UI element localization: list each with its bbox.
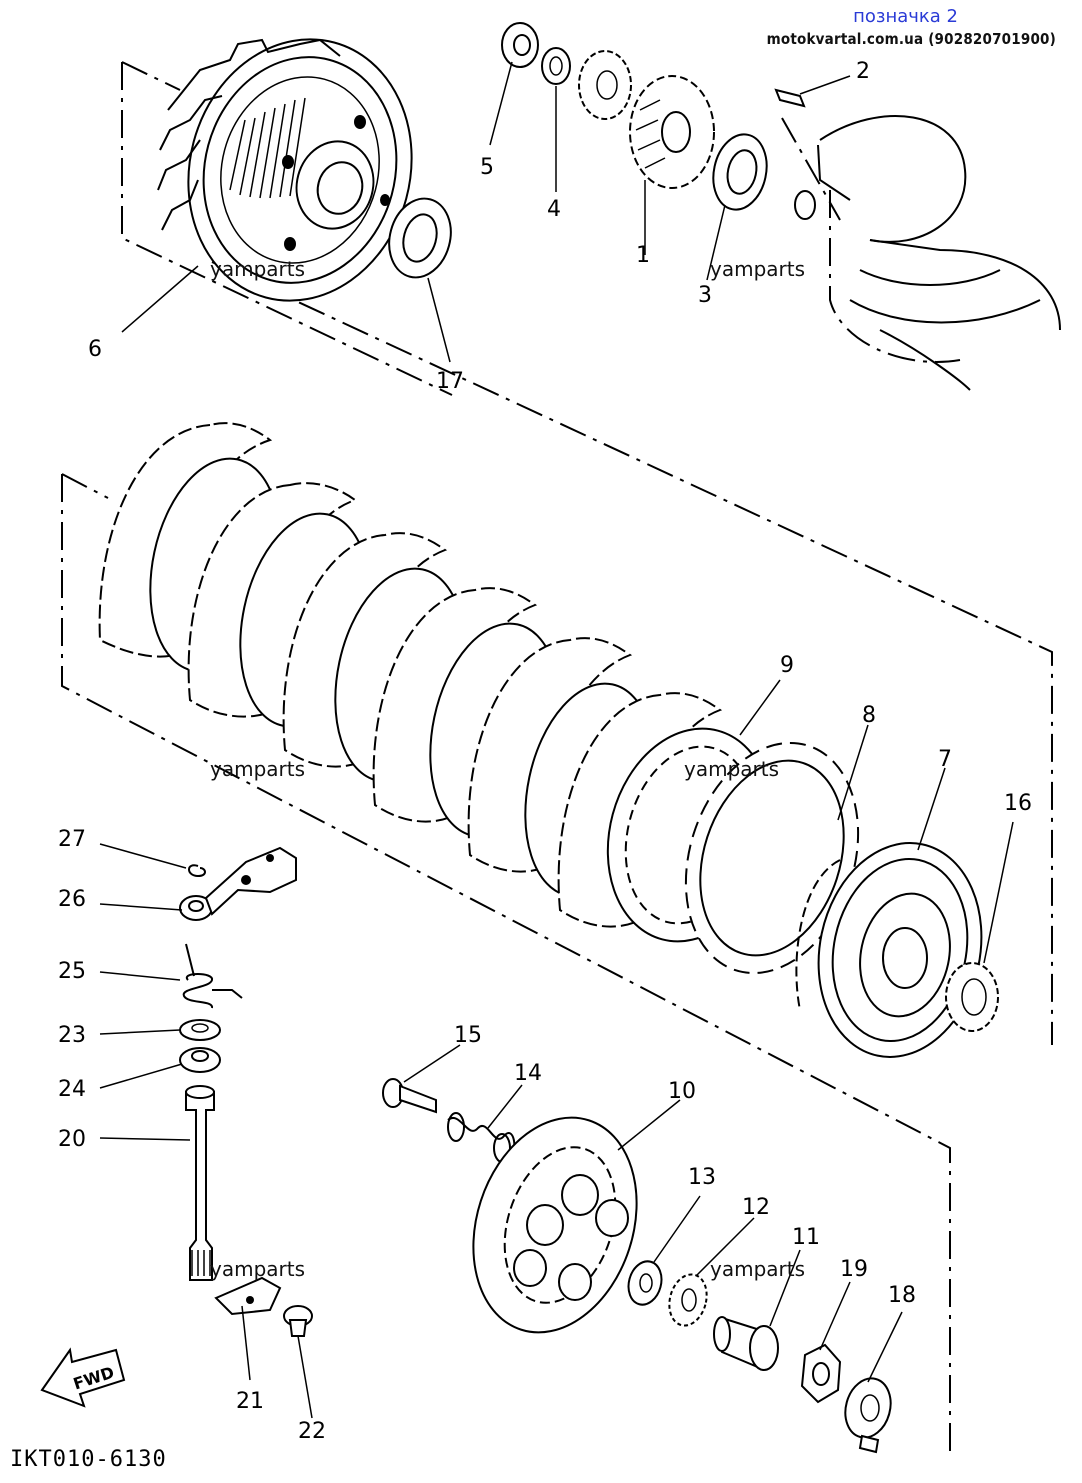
callout-16: 16 [1004,791,1032,816]
washer-part-17 [388,197,452,279]
header-title: позначка 2 [853,6,958,27]
crankshaft [794,115,1061,391]
clutch-boss-part-7 [795,842,983,1058]
callout-1: 1 [636,243,650,268]
clutch-lever-assembly [179,846,313,1337]
plate-part-21 [214,1276,282,1316]
circlip-part-27 [188,864,206,878]
callout-9: 9 [780,653,794,678]
screw-part-22 [283,1305,313,1337]
header-site: motokvartal.com.ua (902820701900) [766,30,1056,48]
watermark-text: yamparts [684,757,779,781]
callout-18: 18 [888,1283,916,1308]
callout-14: 14 [514,1061,542,1086]
bushing-part-24 [179,1047,221,1073]
callout-5: 5 [480,155,494,180]
callout-19: 19 [840,1257,868,1282]
callout-20: 20 [58,1127,86,1152]
clutch-plate-stack [98,422,723,928]
watermark-text: yamparts [210,757,305,781]
callout-22: 22 [298,1419,326,1444]
callout-24: 24 [58,1077,86,1102]
assembly-frames [61,61,1053,1455]
push-rod-part-11 [713,1316,779,1371]
lock-washer-part-18 [844,1377,892,1454]
primary-drive-gear-part-1 [629,75,715,189]
key-part-2 [774,88,806,108]
watermark-text: yamparts [210,257,305,281]
washer-part-23 [179,1019,221,1041]
gear-small [578,50,632,120]
bolt-part-15 [382,1078,437,1114]
callout-10: 10 [668,1079,696,1104]
washer-part-3 [712,133,768,211]
nut-part-5 [501,22,539,68]
callout-25: 25 [58,959,86,984]
callout-8: 8 [862,703,876,728]
leader-lines [99,61,1014,1419]
callout-12: 12 [742,1195,770,1220]
washer-part-13 [627,1260,663,1306]
lock-washer-part-16 [945,962,999,1032]
callout-7: 7 [938,747,952,772]
watermark-text: yamparts [210,1257,305,1281]
lever-part-26 [179,846,297,921]
callout-13: 13 [688,1165,716,1190]
callout-4: 4 [547,197,561,222]
spring-part-25 [182,943,243,1009]
callout-15: 15 [454,1023,482,1048]
watermarks: yamparts yamparts yamparts yamparts yamp… [210,257,805,1281]
callout-11: 11 [792,1225,820,1250]
washer-part-4 [541,47,571,85]
pressure-plate-part-10 [472,1116,638,1334]
diagram-code: IKT010-6130 [10,1447,167,1472]
watermark-text: yamparts [710,1257,805,1281]
bearing-part-12 [668,1273,708,1327]
callout-3: 3 [698,283,712,308]
callout-27: 27 [58,827,86,852]
nut-part-19 [800,1343,842,1404]
push-lever-shaft-part-20 [185,1085,215,1281]
callout-17: 17 [436,369,464,394]
clutch-housing-part-6 [157,38,413,302]
callout-6: 6 [88,337,102,362]
callout-labels: 1 2 3 4 5 6 7 8 9 10 11 12 13 14 15 16 1… [58,59,1032,1444]
callout-21: 21 [236,1389,264,1414]
callout-23: 23 [58,1023,86,1048]
callout-26: 26 [58,887,86,912]
watermark-text: yamparts [710,257,805,281]
callout-2: 2 [856,59,870,84]
fwd-arrow-icon: FWD [40,1347,126,1408]
